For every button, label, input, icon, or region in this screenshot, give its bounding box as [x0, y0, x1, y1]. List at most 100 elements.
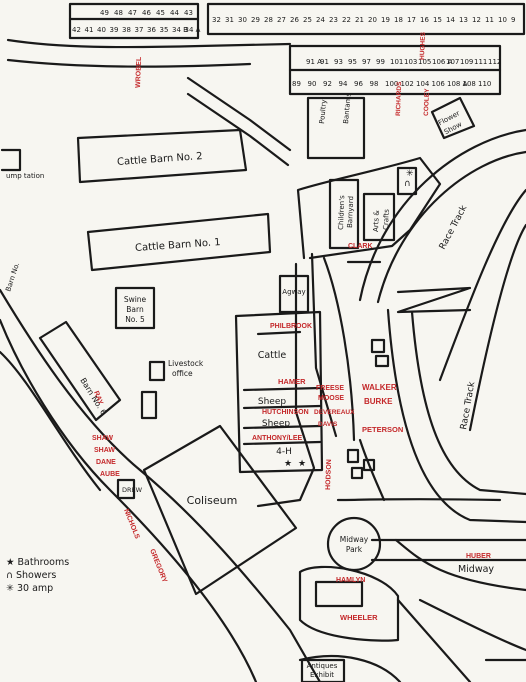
swine-barn-shape: [114, 286, 156, 330]
label-dump-station: ump tation: [6, 172, 44, 180]
name-clark: CLARK: [348, 243, 373, 250]
stall-number: 36: [147, 26, 156, 34]
stall-number: 30: [238, 16, 247, 24]
name-ray: RAY: [92, 390, 104, 406]
label-sheep-2: Sheep: [262, 419, 290, 429]
name-aube: AUBE: [100, 471, 120, 478]
stall-number: 97: [362, 58, 371, 66]
stall-number: 21: [355, 16, 364, 24]
label-bantams: Bantams: [342, 92, 353, 124]
bathroom-star-icon-2: ★: [298, 459, 306, 469]
stall-number: 106: [432, 80, 446, 88]
label-midway-park-1: Midway: [340, 535, 369, 544]
stall-number: 37: [135, 26, 144, 34]
stall-number: 32: [212, 16, 221, 24]
name-huber: HUBER: [466, 553, 491, 560]
stall-number: 25: [303, 16, 312, 24]
label-livestock-2: office: [172, 369, 193, 378]
stall-number: 11: [485, 16, 494, 24]
stall-number: 23: [329, 16, 338, 24]
name-hutchinson: HUTCHINSON: [262, 409, 309, 416]
name-hamer: HAMER: [278, 377, 306, 386]
stall-number: 46: [142, 9, 151, 17]
name-shaw-1: SHAW: [92, 435, 113, 442]
stall-number: 48: [114, 9, 123, 17]
label-poultry: Poultry: [318, 99, 328, 124]
name-philbrook: PHILBROOK: [270, 323, 312, 330]
stall-number: 28: [264, 16, 273, 24]
legend: ★ Bathrooms ∩ Showers ✳ 30 amp: [6, 556, 69, 595]
label-swine-3: No. 5: [125, 315, 145, 324]
stall-number: 98: [370, 80, 379, 88]
stall-number: 42: [72, 26, 81, 34]
name-dane: DANE: [96, 459, 116, 466]
stall-number: 90: [308, 80, 317, 88]
barn-6-shape: [38, 320, 122, 422]
name-walker: WALKER: [362, 383, 397, 392]
stall-number: 29: [251, 16, 260, 24]
stall-number: 31: [225, 16, 234, 24]
stall-number: 108 A: [447, 80, 468, 88]
label-midway-park-2: Park: [346, 545, 363, 554]
name-hughes: HUGHES: [419, 31, 427, 60]
stall-number: 107: [446, 58, 459, 66]
stall-number: 93: [334, 58, 343, 66]
legend-showers: ∩ Showers: [6, 570, 57, 581]
stall-number: 101: [390, 58, 403, 66]
stall-number: 39: [110, 26, 119, 34]
name-nichols: NICHOLS: [122, 508, 140, 540]
stall-block-top-right: [206, 2, 526, 36]
stall-block-top-left: [68, 2, 200, 40]
stall-number: 94: [339, 80, 348, 88]
stall-number: 10: [498, 16, 507, 24]
stall-number: 43: [184, 9, 193, 17]
stall-number: 34 B: [172, 26, 188, 34]
label-drew: DREW: [122, 486, 143, 494]
stall-number: 49: [100, 9, 109, 17]
name-shaw-2: SHAW: [94, 447, 115, 454]
stall-number: 35: [160, 26, 169, 34]
name-cooley: COOLEY: [423, 88, 431, 116]
stall-number: 15: [433, 16, 442, 24]
name-devereaux: DEVEREAUX: [314, 409, 355, 416]
stall-number: 91: [320, 58, 329, 66]
stall-number: 111: [474, 58, 487, 66]
name-wheeler: WHEELER: [340, 613, 378, 622]
label-exhibit: Exhibit: [310, 671, 334, 679]
coliseum-shape: [142, 424, 298, 596]
label-sheep-1: Sheep: [258, 397, 286, 407]
stall-number: 47: [128, 9, 137, 17]
poultry-shape: [306, 96, 366, 160]
stall-number: 103: [404, 58, 417, 66]
stall-number: 105: [418, 58, 431, 66]
stall-number: 27: [277, 16, 286, 24]
stall-number: 96: [354, 80, 363, 88]
stall-number: 20: [368, 16, 377, 24]
name-hamlyn: HAMLYN: [336, 577, 365, 584]
stall-number: 38: [122, 26, 131, 34]
label-antiques: Antiques: [307, 662, 338, 670]
stall-number: 92: [323, 80, 332, 88]
stall-number: 45: [156, 9, 165, 17]
livestock-office-shape: [148, 360, 166, 382]
stall-number: 109: [460, 58, 473, 66]
stall-number: 24: [316, 16, 325, 24]
cattle-barn-2-shape: [76, 128, 248, 184]
name-burke: BURKE: [364, 397, 393, 406]
label-barn-no: Barn No.: [4, 261, 21, 292]
stall-number: 22: [342, 16, 351, 24]
stall-number: 17: [407, 16, 416, 24]
stall-number: 19: [381, 16, 390, 24]
stall-number: 99: [376, 58, 385, 66]
stall-number: 95: [348, 58, 357, 66]
barn-complex-shape: [234, 310, 324, 474]
label-race-track-top: Race Track: [438, 203, 470, 251]
stall-number: 106 A: [432, 58, 453, 66]
midway-park-shape: [326, 516, 382, 572]
name-moose: MOOSE: [318, 395, 344, 402]
name-richards: RICHARDS: [395, 81, 403, 116]
stall-number: 18: [394, 16, 403, 24]
stall-number: 44: [170, 9, 179, 17]
